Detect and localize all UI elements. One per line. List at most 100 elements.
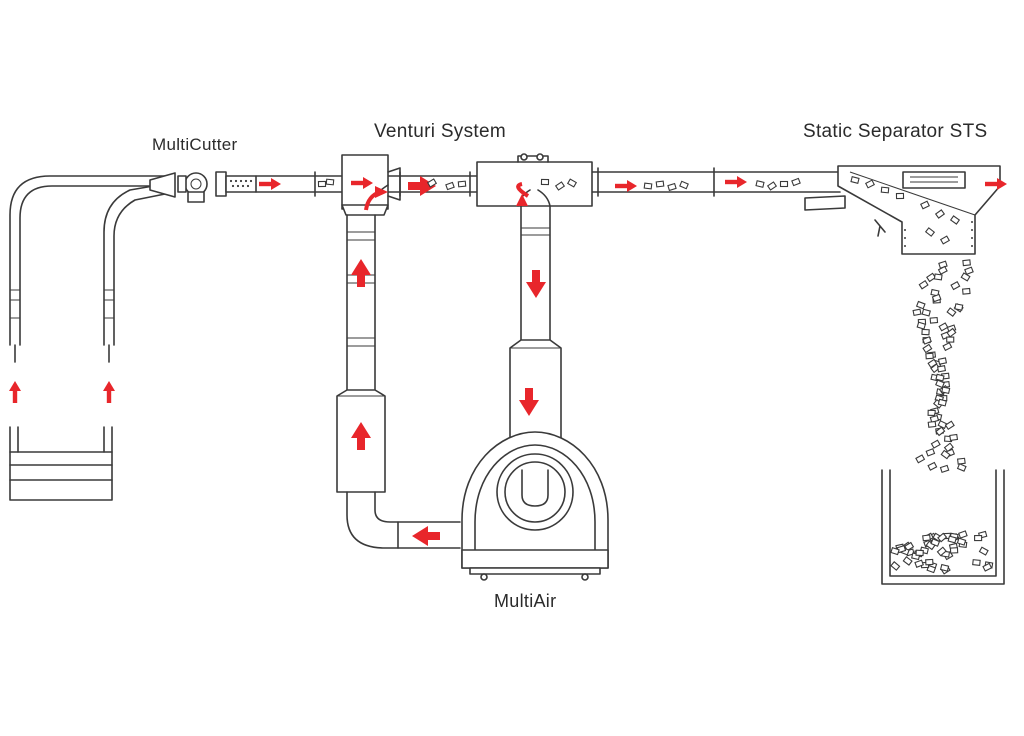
trim-chip: [895, 192, 905, 200]
trim-chip: [930, 538, 941, 547]
trim-chip: [922, 343, 933, 354]
trim-chip: [950, 280, 961, 291]
trim-chip: [938, 322, 949, 332]
trim-chip: [946, 307, 957, 317]
trim-chip: [978, 546, 989, 556]
inlet-pipe-left: [9, 175, 166, 363]
trim-chip: [960, 272, 971, 282]
trim-chip: [941, 386, 951, 395]
trim-chip: [927, 420, 937, 428]
blower-inlet-pipe: [509, 205, 562, 446]
flow-arrow-duct-1: [259, 178, 281, 190]
trim-chip: [946, 327, 957, 338]
trim-chip: [964, 266, 974, 276]
trim-chip: [325, 178, 335, 186]
flow-arrow-return-left: [412, 526, 440, 546]
trim-chip: [904, 541, 915, 552]
trim-chip: [927, 409, 936, 416]
trim-chip: [929, 316, 939, 324]
trim-chip: [939, 563, 950, 572]
trim-chip: [915, 549, 924, 557]
trim-chip: [934, 209, 946, 219]
trim-chip: [937, 265, 948, 275]
trim-chip: [924, 227, 936, 237]
trim-chip: [457, 180, 467, 188]
trim-chip: [942, 341, 953, 352]
trim-chip: [930, 288, 940, 297]
trim-chip: [937, 398, 948, 407]
trim-chip: [916, 321, 927, 330]
trim-chip: [956, 457, 966, 465]
trim-chip: [890, 561, 901, 571]
trim-chip: [940, 449, 951, 460]
trim-chip: [317, 180, 327, 188]
flow-arrow-down-1: [526, 270, 546, 298]
trim-chip: [962, 287, 971, 295]
flow-arrow-duct-4: [615, 180, 637, 192]
trim-chip: [880, 186, 890, 194]
trim-chip: [850, 176, 860, 184]
trim-hood: [9, 426, 113, 501]
trim-chip: [937, 532, 948, 543]
trim-particles: [317, 176, 994, 575]
trim-chip: [947, 535, 957, 544]
trim-chip: [791, 177, 801, 187]
trim-chip: [920, 200, 930, 210]
trim-chip: [974, 535, 983, 542]
trim-chip: [921, 328, 930, 336]
trim-chip: [939, 235, 951, 245]
trim-chip: [914, 559, 924, 568]
trim-chip: [982, 562, 993, 572]
flow-arrow-up-left: [9, 381, 21, 403]
trim-chip: [927, 461, 938, 471]
collection-bin: [881, 469, 1005, 585]
multiair-label: MultiAir: [494, 591, 557, 611]
multiair-blower: [461, 431, 609, 581]
trim-chip: [946, 336, 955, 343]
trim-chip: [779, 180, 789, 188]
trim-chip: [933, 273, 943, 281]
trim-chip: [445, 181, 455, 191]
trim-chip: [554, 181, 566, 191]
trim-chip: [915, 300, 926, 310]
trim-chip: [944, 420, 955, 431]
static-separator-label: Static Separator STS: [803, 121, 988, 142]
trim-chip: [922, 534, 931, 542]
trim-chip: [918, 280, 929, 290]
multicutter-unit: [149, 171, 257, 203]
trim-chip: [667, 182, 677, 192]
flow-arrow-up-right: [103, 381, 115, 403]
trim-chip: [958, 530, 968, 539]
trim-chip: [935, 379, 945, 389]
trim-chip: [937, 357, 948, 365]
inlet-pipe-right: [103, 183, 166, 363]
static-separator: [804, 165, 1001, 255]
trim-chip: [936, 365, 947, 373]
venturi-housing: [476, 153, 593, 207]
trim-chip: [956, 537, 967, 546]
trim-chip: [922, 336, 932, 345]
trim-chip: [655, 180, 665, 188]
trim-chip: [949, 433, 959, 442]
trim-chip: [643, 182, 653, 190]
trim-chip: [925, 448, 936, 457]
return-pipe: [336, 214, 461, 549]
trim-chip: [939, 464, 950, 474]
flow-arrow-duct-5: [725, 176, 747, 188]
multicutter-label: MultiCutter: [152, 135, 238, 154]
trim-chip: [931, 293, 942, 303]
venturi-tee: [341, 154, 401, 216]
trim-chip: [912, 308, 922, 317]
flow-arrow-turn-down: [516, 182, 530, 198]
trim-chip: [949, 215, 961, 225]
trim-chip: [925, 352, 934, 360]
trim-chip: [902, 556, 913, 566]
trim-chip: [926, 272, 937, 283]
flow-arrow-turn-return-head: [375, 186, 388, 198]
trim-chip: [935, 426, 946, 437]
flow-arrow-turn-down-head: [516, 194, 528, 206]
trim-chip: [935, 373, 945, 382]
venturi-system-label: Venturi System: [374, 121, 506, 142]
trim-chip: [962, 259, 971, 267]
trim-chip: [930, 363, 941, 374]
